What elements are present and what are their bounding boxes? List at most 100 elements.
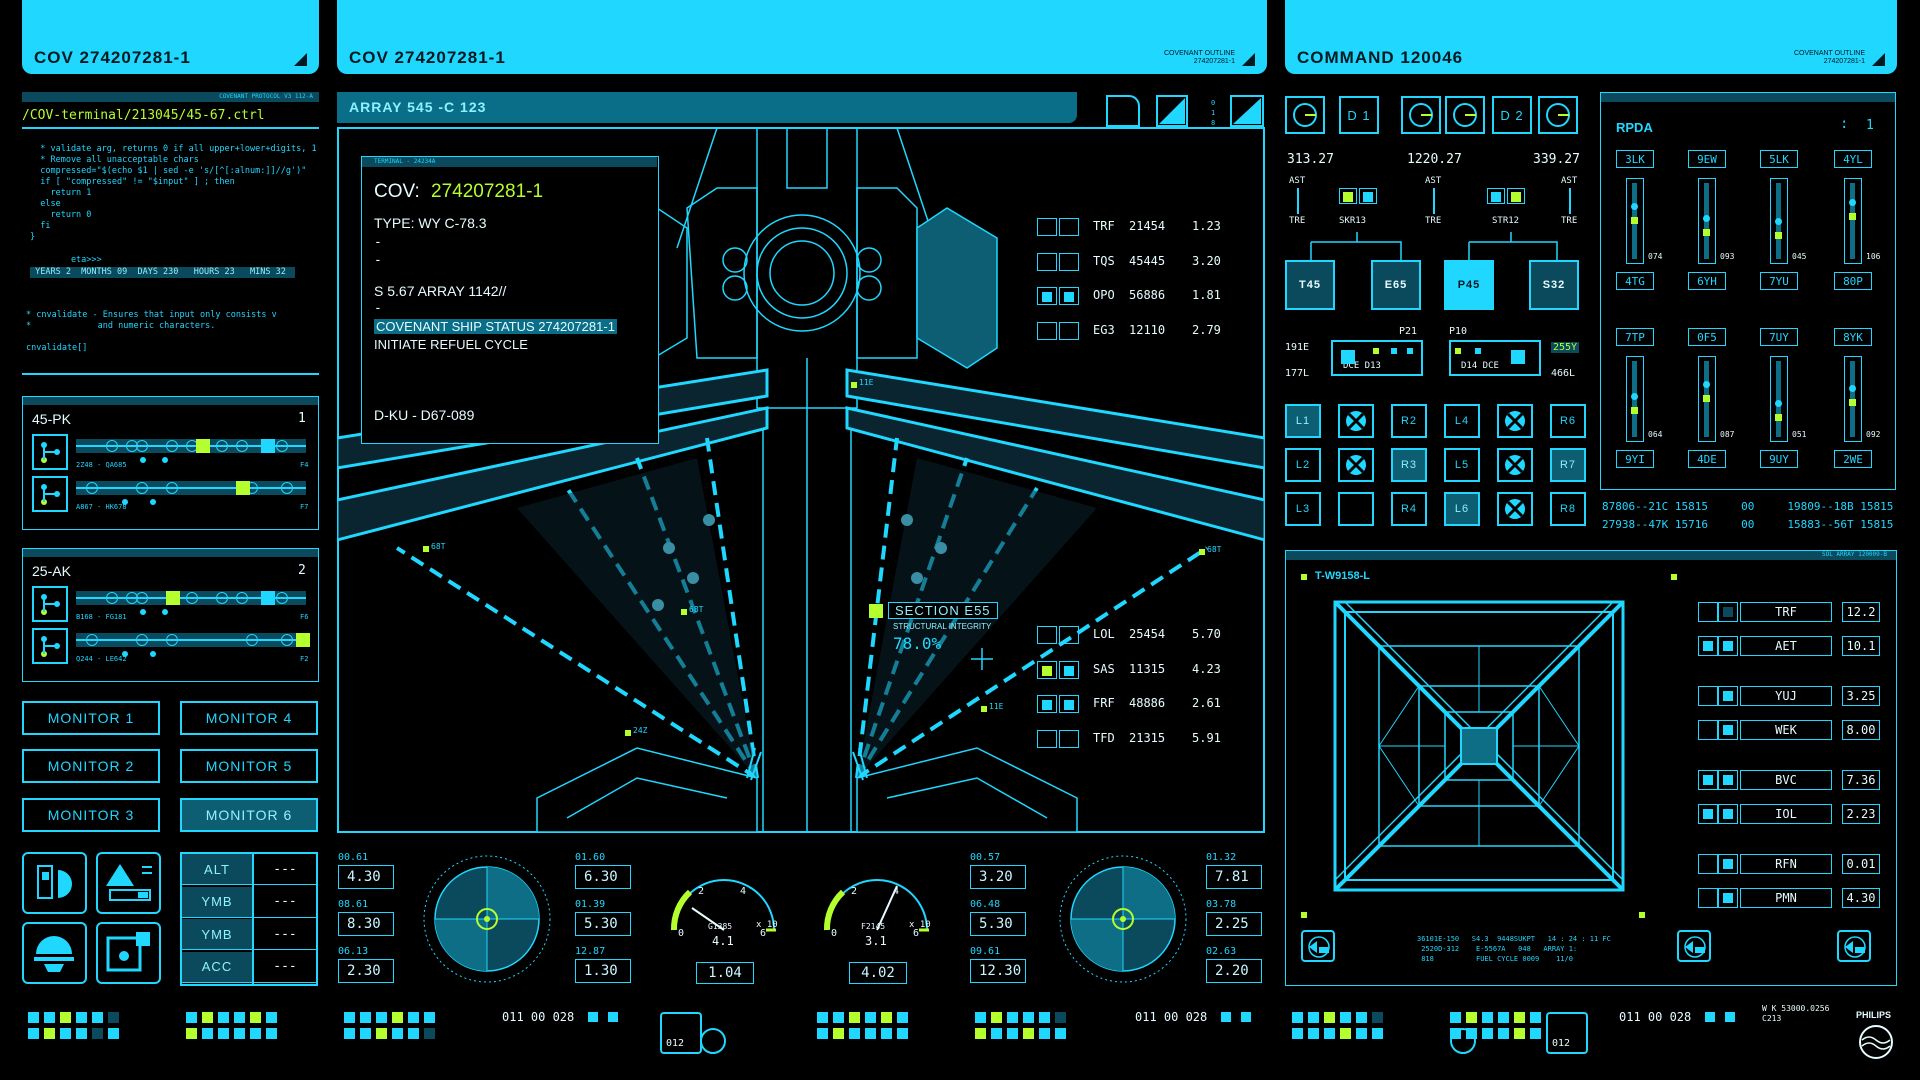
rpda-top-label[interactable]: 0F5 xyxy=(1688,328,1726,346)
grid-button[interactable]: L2 xyxy=(1285,448,1321,482)
node-button[interactable]: E65 xyxy=(1371,260,1421,310)
list-toggle[interactable] xyxy=(1718,686,1738,706)
toggle-box[interactable] xyxy=(1507,188,1525,204)
list-toggle[interactable] xyxy=(1698,720,1718,740)
status-line[interactable]: COVENANT SHIP STATUS 274207281-1 xyxy=(374,319,617,334)
toggle-box[interactable] xyxy=(1339,188,1357,204)
monitor-3-button[interactable]: MONITOR 3 xyxy=(22,798,160,832)
toggle-box[interactable] xyxy=(1487,188,1505,204)
network-icon[interactable] xyxy=(32,628,68,664)
list-toggle[interactable] xyxy=(1698,602,1718,622)
gauge-value[interactable]: 2.30 xyxy=(338,959,394,983)
readout-toggle[interactable] xyxy=(1037,218,1057,236)
gauge-value[interactable]: 12.30 xyxy=(970,959,1026,983)
nav-end-icon[interactable] xyxy=(1837,930,1871,962)
module-box[interactable]: 012 xyxy=(1546,1012,1588,1054)
list-toggle[interactable] xyxy=(1718,770,1738,790)
dial-button[interactable] xyxy=(1538,96,1578,134)
refuel-line[interactable]: INITIATE REFUEL CYCLE xyxy=(374,337,528,352)
readout-toggle[interactable] xyxy=(1059,321,1079,340)
gauge-value[interactable]: 2.20 xyxy=(1206,959,1262,983)
track-line[interactable] xyxy=(76,633,310,647)
readout-toggle[interactable] xyxy=(1059,287,1079,305)
rpda-top-label[interactable]: 8YK xyxy=(1834,328,1872,346)
readout-toggle[interactable] xyxy=(1059,218,1079,236)
list-value[interactable]: 3.25 xyxy=(1842,686,1880,706)
bell-icon[interactable] xyxy=(22,922,87,984)
list-value[interactable]: 0.01 xyxy=(1842,854,1880,874)
gauge-value[interactable]: 2.25 xyxy=(1206,912,1262,936)
monitor-2-button[interactable]: MONITOR 2 xyxy=(22,749,160,783)
nav-back-icon[interactable] xyxy=(1301,930,1335,962)
readout-toggle[interactable] xyxy=(1037,729,1057,748)
square-dot-icon[interactable] xyxy=(96,922,161,984)
readout-toggle[interactable] xyxy=(1037,660,1057,679)
grid-button[interactable]: R3 xyxy=(1391,448,1427,482)
rpda-top-label[interactable]: 5LK xyxy=(1760,150,1798,168)
list-key[interactable]: BVC xyxy=(1740,770,1832,790)
track-line[interactable] xyxy=(76,591,306,605)
dce-box[interactable]: D14 DCE xyxy=(1449,340,1541,376)
list-toggle[interactable] xyxy=(1718,804,1738,824)
crosshair-button[interactable] xyxy=(1338,448,1374,482)
list-value[interactable]: 8.00 xyxy=(1842,720,1880,740)
grid-button[interactable]: L5 xyxy=(1444,448,1480,482)
grid-button[interactable]: R2 xyxy=(1391,404,1427,438)
node-button[interactable]: T45 xyxy=(1285,260,1335,310)
track-line[interactable] xyxy=(76,439,306,453)
d1-button[interactable]: D 1 xyxy=(1339,96,1379,134)
layout-icon[interactable] xyxy=(22,852,87,914)
rpda-bot-label[interactable]: 4TG xyxy=(1616,272,1654,290)
list-toggle[interactable] xyxy=(1718,602,1738,622)
list-toggle[interactable] xyxy=(1718,720,1738,740)
nav-mid-icon[interactable] xyxy=(1677,930,1711,962)
list-key[interactable]: WEK xyxy=(1740,720,1832,740)
list-toggle[interactable] xyxy=(1718,888,1738,908)
monitor-4-button[interactable]: MONITOR 4 xyxy=(180,701,318,735)
rpda-bot-label[interactable]: 9UY xyxy=(1760,450,1798,468)
network-icon[interactable] xyxy=(32,476,68,512)
crosshair-button[interactable] xyxy=(1497,492,1533,526)
grid-button[interactable]: R7 xyxy=(1550,448,1586,482)
rpda-bot-label[interactable]: 80P xyxy=(1834,272,1872,290)
rpda-bot-label[interactable]: 6YH xyxy=(1688,272,1726,290)
list-key[interactable]: AET xyxy=(1740,636,1832,656)
list-toggle[interactable] xyxy=(1698,854,1718,874)
rpda-bot-label[interactable]: 7YU xyxy=(1760,272,1798,290)
list-toggle[interactable] xyxy=(1698,770,1718,790)
network-icon[interactable] xyxy=(32,586,68,622)
list-value[interactable]: 2.23 xyxy=(1842,804,1880,824)
readout-toggle[interactable] xyxy=(1059,660,1079,679)
dial-button[interactable] xyxy=(1445,96,1485,134)
grid-button[interactable]: L1 xyxy=(1285,404,1321,438)
readout-toggle[interactable] xyxy=(1059,626,1079,644)
gauge-value[interactable]: 5.30 xyxy=(575,912,631,936)
readout-toggle[interactable] xyxy=(1059,252,1079,271)
list-key[interactable]: TRF xyxy=(1740,602,1832,622)
grid-button[interactable]: L3 xyxy=(1285,492,1321,526)
dial-button[interactable] xyxy=(1401,96,1441,134)
crosshair-button[interactable] xyxy=(1497,448,1533,482)
toggle-box[interactable] xyxy=(1359,188,1377,204)
list-toggle[interactable] xyxy=(1698,888,1718,908)
readout-toggle[interactable] xyxy=(1037,626,1057,644)
readout-toggle[interactable] xyxy=(1037,252,1057,271)
track-line[interactable] xyxy=(76,481,306,495)
monitor-5-button[interactable]: MONITOR 5 xyxy=(180,749,318,783)
list-toggle[interactable] xyxy=(1718,636,1738,656)
list-toggle[interactable] xyxy=(1698,636,1718,656)
list-key[interactable]: YUJ xyxy=(1740,686,1832,706)
node-button[interactable]: S32 xyxy=(1529,260,1579,310)
grid-button[interactable]: L4 xyxy=(1444,404,1480,438)
dce-box[interactable]: DCE D13 xyxy=(1331,340,1423,376)
module-box[interactable]: 012 xyxy=(660,1012,702,1054)
monitor-6-button[interactable]: MONITOR 6 xyxy=(180,798,318,832)
list-toggle[interactable] xyxy=(1698,804,1718,824)
monitor-1-button[interactable]: MONITOR 1 xyxy=(22,701,160,735)
node-button[interactable]: P45 xyxy=(1444,260,1494,310)
list-toggle[interactable] xyxy=(1718,854,1738,874)
grid-button[interactable]: R6 xyxy=(1550,404,1586,438)
readout-toggle[interactable] xyxy=(1037,695,1057,713)
crosshair-button[interactable] xyxy=(1497,404,1533,438)
list-key[interactable]: RFN xyxy=(1740,854,1832,874)
